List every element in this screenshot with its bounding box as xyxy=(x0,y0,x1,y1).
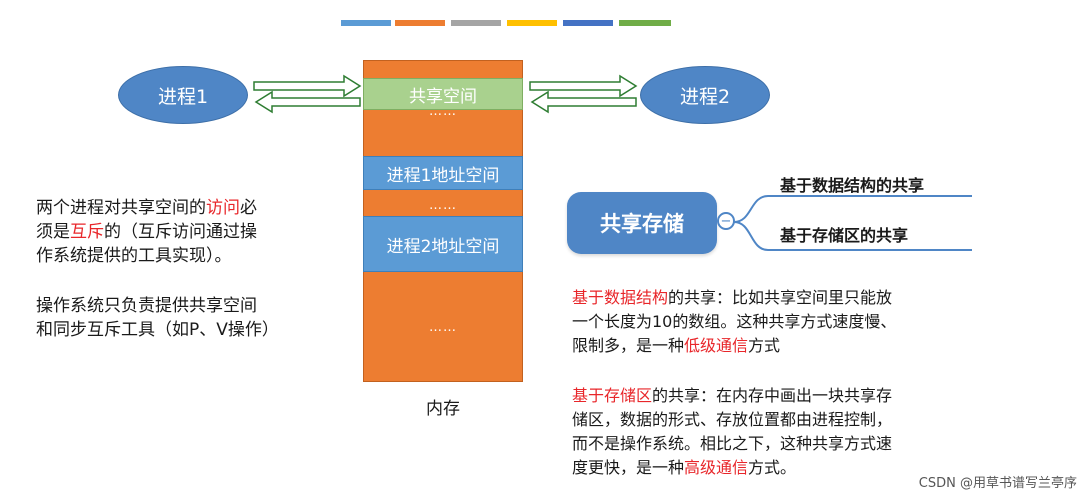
memory-dots: …… xyxy=(429,320,457,335)
arrow-left-icon xyxy=(530,90,637,114)
strip-segment xyxy=(341,20,391,26)
strip-segment xyxy=(563,20,613,26)
collapse-toggle-symbol: − xyxy=(720,213,732,229)
text-run: 两个进程对共享空间的 xyxy=(36,198,206,218)
highlight-text: 低级通信 xyxy=(684,336,749,355)
highlight-text: 互斥 xyxy=(70,222,104,242)
arrow-right-icon xyxy=(253,74,362,98)
shared-space-label: 共享空间 xyxy=(409,86,477,107)
text-run: 方式。 xyxy=(748,458,797,477)
collapse-toggle-icon[interactable]: − xyxy=(717,212,735,230)
process-1-label: 进程1 xyxy=(157,85,209,108)
strip-segment xyxy=(451,20,501,26)
text-run: 而不是操作系统。相比之下，这种共享方式速 xyxy=(572,434,893,453)
highlight-text: 基于存储区 xyxy=(572,386,653,405)
storage-area-description: 基于存储区的共享：在内存中画出一块共享存 储区，数据的形式、存放位置都由进程控制… xyxy=(572,384,982,480)
strip-segment xyxy=(395,20,445,26)
process-1-address-space: 进程1地址空间 xyxy=(363,156,523,190)
branch-storage-area: 基于存储区的共享 xyxy=(780,226,909,245)
arrow-right-icon xyxy=(529,74,638,98)
mutex-paragraph: 两个进程对共享空间的访问必 须是互斥的（互斥访问通过操 作系统提供的工具实现）。 xyxy=(36,196,326,268)
process-2-address-label: 进程2地址空间 xyxy=(386,236,500,257)
root-node-label: 共享存储 xyxy=(600,212,684,236)
arrows-process1-shared xyxy=(253,74,362,114)
text-run: 和同步互斥工具（如P、V操作） xyxy=(36,320,279,340)
arrows-shared-process2 xyxy=(529,74,638,114)
shared-space-block: 共享空间 xyxy=(363,78,523,110)
mindmap-connectors xyxy=(733,195,972,251)
text-run: 度更快，是一种 xyxy=(572,458,685,477)
memory-label: 内存 xyxy=(426,399,460,419)
process-2-label: 进程2 xyxy=(679,85,731,108)
memory-dots: …… xyxy=(429,198,457,213)
process-1-address-label: 进程1地址空间 xyxy=(386,165,500,186)
text-run: 一个长度为10的数组。这种共享方式速度慢、 xyxy=(572,312,897,331)
text-run: 操作系统只负责提供共享空间 xyxy=(36,296,257,316)
highlight-text: 高级通信 xyxy=(684,458,749,477)
strip-segment xyxy=(507,20,557,26)
process-2-address-space: 进程2地址空间 xyxy=(363,216,523,272)
text-run: 的共享：比如共享空间里只能放 xyxy=(668,288,893,307)
text-run: 储区，数据的形式、存放位置都由进程控制， xyxy=(572,410,893,429)
text-run: 的（互斥访问通过操 xyxy=(104,222,257,242)
watermark: CSDN @用草书谱写兰亭序 xyxy=(918,476,1077,491)
shared-storage-root-node: 共享存储 xyxy=(567,192,717,254)
highlight-text: 访问 xyxy=(206,198,240,218)
process-2-node: 进程2 xyxy=(640,66,770,124)
text-run: 必 xyxy=(240,198,257,218)
data-structure-description: 基于数据结构的共享：比如共享空间里只能放 一个长度为10的数组。这种共享方式速度… xyxy=(572,286,982,358)
text-run: 的共享：在内存中画出一块共享存 xyxy=(652,386,893,405)
text-run: 限制多，是一种 xyxy=(572,336,685,355)
text-run: 作系统提供的工具实现）。 xyxy=(36,246,232,266)
text-run: 方式 xyxy=(748,336,781,355)
branch-data-structure: 基于数据结构的共享 xyxy=(780,176,925,195)
highlight-text: 数据结构 xyxy=(604,288,669,307)
strip-segment xyxy=(619,20,671,26)
process-1-node: 进程1 xyxy=(118,66,248,124)
os-role-paragraph: 操作系统只负责提供共享空间 和同步互斥工具（如P、V操作） xyxy=(36,294,326,342)
text-run: 须是 xyxy=(36,222,70,242)
highlight-text: 基于 xyxy=(572,288,605,307)
arrow-left-icon xyxy=(254,90,361,114)
memory-dots: …… xyxy=(429,104,457,119)
